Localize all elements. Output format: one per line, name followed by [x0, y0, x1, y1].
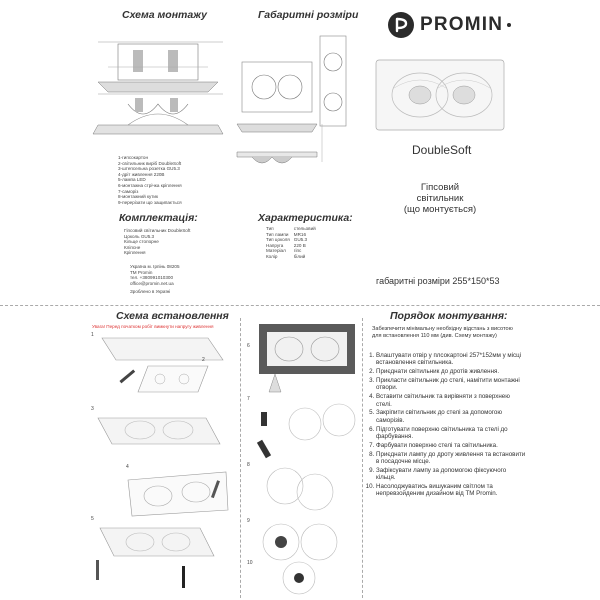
legend-item: 2-світильник виріб DoubleSoft: [118, 160, 182, 166]
product-name: DoubleSoft: [412, 143, 472, 157]
procedure-step: Приєднати лампу до дроту живлення та вст…: [376, 451, 526, 466]
install-scheme-title: Схема монтажу: [122, 9, 207, 21]
procedure-steps: Влаштувати отвір у плсокартоні 257*152мм…: [366, 352, 526, 499]
completeness-item: Кільце стопорне: [124, 239, 159, 245]
product-type-line: (що монтується): [403, 204, 477, 215]
product-dimensions: габаритні розміри 255*150*53: [376, 276, 500, 286]
procedure-step: Влаштувати отвір у плсокартоні 257*152мм…: [376, 352, 526, 367]
completeness-list: Гіпсовий світильник DoubleSoft Цоколь GU…: [124, 228, 244, 256]
step-marker: 7: [247, 396, 250, 402]
legend-item: 9-перерізати що защипається: [118, 199, 182, 205]
legend-item: 3-штепсельна розетка GU5.3: [118, 166, 180, 172]
procedure-step: Підготувати поверхню світильника та стел…: [376, 426, 526, 441]
maker-line: тел. +380991010300: [130, 275, 174, 281]
install-legend: 1-гипсокартон 2-світильник виріб DoubleS…: [118, 155, 238, 205]
section-divider: [0, 305, 600, 306]
procedure-step: Вставити світильник та вирівняти з повер…: [376, 393, 526, 408]
mount-steps-drawing: [96, 337, 229, 588]
step-marker: 3: [91, 406, 94, 412]
step-marker: 10: [247, 560, 253, 566]
brand-dot-icon: [507, 23, 512, 27]
mount-scheme-title: Схема встановлення: [116, 310, 229, 322]
brand-logo: PROMIN: [388, 12, 512, 38]
completeness-item: Кріплення: [124, 250, 146, 256]
maker-line: Україна м. Ірпінь 08205: [130, 264, 180, 269]
procedure-intro: Забезпечити мінімальну необхідну відстан…: [372, 326, 513, 339]
procedure-title: Порядок монтування:: [390, 310, 508, 322]
mount-steps-drawing-2: [256, 324, 356, 595]
legend-item: 8-монтажний кутик: [118, 194, 158, 200]
step-marker: 9: [247, 518, 250, 524]
mount-warning: Увага! Перед початком робіт вимкнути нап…: [92, 324, 214, 329]
promin-logo-icon: [388, 12, 414, 38]
procedure-step: Закріпити світильник до стелі за допомог…: [376, 409, 526, 424]
step-marker: 8: [247, 462, 250, 468]
brand-name: PROMIN: [420, 14, 504, 35]
completeness-item: Цоколь GU5.3: [124, 233, 155, 239]
product-type: Гіпсовий світильник (що монтується): [385, 182, 495, 215]
section-divider: [362, 318, 363, 598]
legend-item: 7-саморіз: [118, 188, 139, 194]
characteristics-title: Характеристика:: [258, 212, 353, 224]
product-type-line: світильник: [416, 193, 464, 204]
completeness-title: Комплектація:: [119, 212, 198, 224]
install-scheme-drawing: [92, 41, 224, 135]
legend-item: 5-лампа LED: [118, 177, 146, 183]
legend-item: 4-дріт живлення 220В: [118, 171, 165, 177]
step-marker: 2: [202, 357, 205, 363]
product-type-line: Гіпсовий: [420, 182, 460, 193]
dimensions-title: Габаритні розміри: [258, 9, 359, 21]
procedure-step: Прикласти світильник до стелі, намітити …: [376, 377, 526, 392]
completeness-item: Кліпсне: [124, 244, 141, 250]
dimensions-drawing: [236, 35, 347, 164]
completeness-item: Гіпсовий світильник DoubleSoft: [124, 228, 191, 233]
step-marker: 6: [247, 343, 250, 349]
step-marker: 1: [91, 332, 94, 338]
procedure-step: Приєднати світильник до дротів живлення.: [376, 368, 526, 375]
legend-item: 1-гипсокартон: [118, 155, 148, 160]
product-render: [375, 59, 505, 131]
step-marker: 4: [126, 464, 129, 470]
step-marker: 5: [91, 516, 94, 522]
maker-line: ТМ Promin: [130, 269, 153, 275]
section-divider: [240, 318, 241, 598]
maker-line: office@promin.net.ua: [130, 280, 174, 286]
procedure-step: Фарбувати поверхню стелі та світильника.: [376, 442, 526, 449]
maker-info: Україна м. Ірпінь 08205 ТМ Promin тел. +…: [130, 264, 250, 295]
legend-item: 6-монтажна стрічка кріплення: [118, 182, 182, 188]
maker-line: Зроблено в Україні: [130, 289, 171, 295]
procedure-step: Насолоджуватись вишуканим світлом та неп…: [376, 483, 526, 498]
procedure-step: Зафіксувати лампу за допомогою фіксуючог…: [376, 467, 526, 482]
